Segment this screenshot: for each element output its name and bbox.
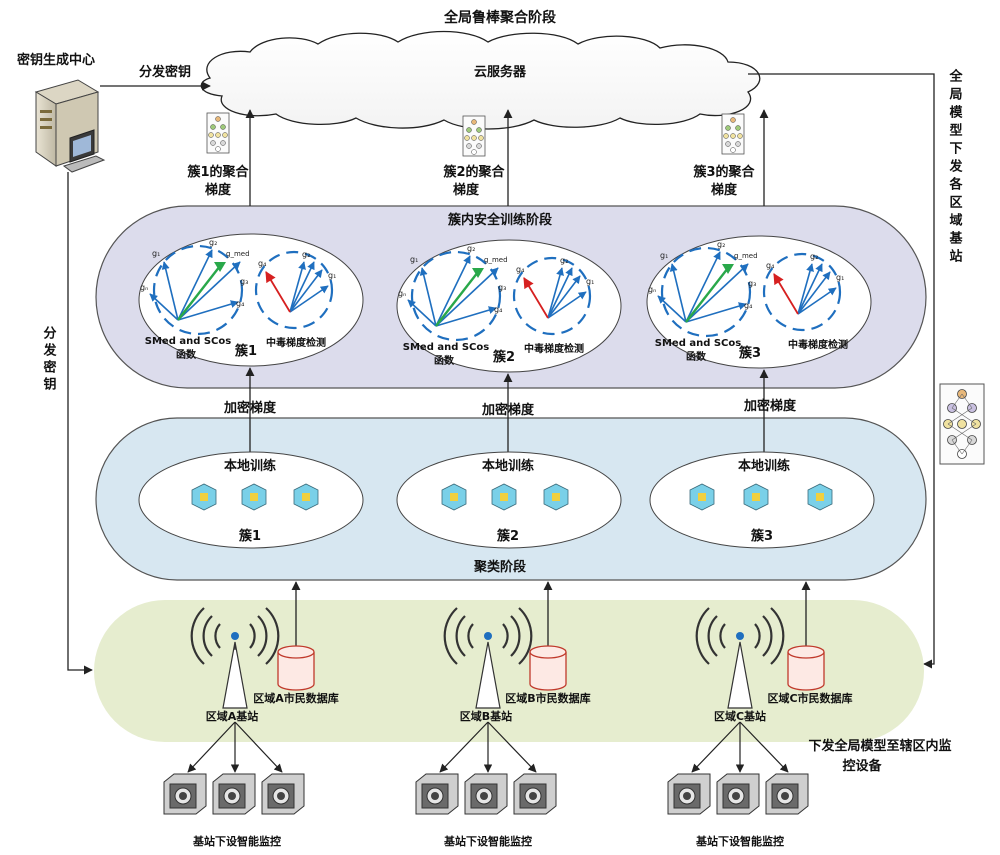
citizen-database-icon	[278, 646, 314, 690]
cloud-server-label: 云服务器	[474, 64, 527, 80]
vec-gmed-label: g_med	[226, 250, 250, 258]
vec-gn-label: gₙ	[140, 283, 148, 292]
diagram-title: 全局鲁棒聚合阶段	[443, 9, 556, 26]
poison-detect-label: 中毒梯度检测	[266, 336, 326, 349]
intra-cluster-stage-label: 簇内安全训练阶段	[447, 212, 552, 228]
database-label: 区域C市民数据库	[767, 691, 852, 705]
neural-network-icon	[463, 116, 485, 156]
cluster-name-label: 簇2	[492, 349, 515, 365]
global-model-icon	[940, 384, 984, 464]
citizen-database-icon	[788, 646, 824, 690]
monitor-label: 基站下设智能监控	[695, 834, 784, 848]
distribute-key-arrow-side	[68, 172, 92, 670]
cloud-server-shape	[201, 32, 760, 130]
kgc-label: 密钥生成中心	[16, 52, 95, 68]
kgc-computer-icon	[36, 80, 104, 172]
surveillance-camera-icon	[465, 774, 507, 814]
local-cluster-name-label: 簇1	[238, 528, 261, 544]
database-label: 区域B市民数据库	[505, 691, 590, 705]
monitor-label: 基站下设智能监控	[192, 834, 281, 848]
surveillance-camera-icon	[213, 774, 255, 814]
smed-label-line2: 函数	[686, 350, 707, 363]
surveillance-camera-icon	[717, 774, 759, 814]
database-label: 区域A市民数据库	[253, 691, 339, 705]
surveillance-camera-icon	[262, 774, 304, 814]
vec-gn-label: gₙ	[398, 289, 406, 298]
vec-g2-poison-label: g₂	[302, 250, 310, 259]
distribute-key-side-label: 分发密钥	[41, 325, 58, 394]
vec-g3-label: g₃	[498, 283, 506, 292]
client-model-icons	[192, 484, 318, 510]
vec-g1-label: g₁	[152, 249, 160, 258]
smed-label-line1: SMed and SCos	[655, 338, 741, 349]
vec-g3-label: g₃	[240, 277, 248, 286]
vec-g4-poison-label: g₄	[766, 261, 774, 270]
aggregated-gradient-label: 簇1的聚合	[186, 164, 249, 180]
surveillance-camera-icon	[668, 774, 710, 814]
vec-g1-poison-label: g₁	[328, 271, 336, 280]
clustering-stage-label: 聚类阶段	[473, 559, 526, 575]
smed-label-line1: SMed and SCos	[145, 336, 231, 347]
vec-g2-label: g₂	[717, 240, 725, 249]
global-model-side-label: 全局模型下发各区域基站	[947, 68, 964, 267]
distribute-key-top-label: 分发密钥	[139, 64, 191, 80]
smed-label-line2: 函数	[176, 348, 197, 361]
cluster-name-label: 簇1	[234, 343, 257, 359]
vec-g2-poison-label: g₂	[560, 256, 568, 265]
surveillance-camera-icon	[164, 774, 206, 814]
surveillance-camera-icon	[514, 774, 556, 814]
aggregated-gradient-label-2: 梯度	[711, 182, 738, 198]
vec-g2-poison-label: g₂	[810, 252, 818, 261]
local-training-label: 本地训练	[224, 458, 276, 474]
local-cluster-name-label: 簇3	[750, 528, 773, 544]
encrypted-gradient-label: 加密梯度	[223, 400, 277, 416]
local-cluster-name-label: 簇2	[496, 528, 519, 544]
aggregated-gradient-label-2: 梯度	[205, 182, 232, 198]
vec-gmed-label: g_med	[484, 256, 508, 264]
poison-detect-label: 中毒梯度检测	[524, 342, 584, 355]
vec-g2-label: g₂	[209, 238, 217, 247]
station-label: 区域A基站	[206, 709, 259, 723]
neural-network-icon	[207, 113, 229, 153]
aggregated-gradient-label: 簇3的聚合	[692, 164, 755, 180]
vec-g4-label: g₄	[236, 299, 244, 308]
aggregated-gradient-label: 簇2的聚合	[442, 164, 505, 180]
neural-network-icon	[722, 114, 744, 154]
station-label: 区域B基站	[460, 709, 512, 723]
vec-gn-label: gₙ	[648, 285, 656, 294]
vec-g4-poison-label: g₄	[258, 259, 266, 268]
citizen-database-icon	[530, 646, 566, 690]
surveillance-camera-icon	[766, 774, 808, 814]
vec-g4-label: g₄	[744, 301, 752, 310]
smed-label-line1: SMed and SCos	[403, 342, 489, 353]
vec-g2-label: g₂	[467, 244, 475, 253]
surveillance-camera-icon	[416, 774, 458, 814]
dispatch-note-line2: 控设备	[842, 758, 882, 774]
aggregated-gradient-label-2: 梯度	[453, 182, 480, 198]
vec-g1-poison-label: g₁	[586, 277, 594, 286]
encrypted-gradient-label: 加密梯度	[481, 402, 535, 418]
vec-g4-poison-label: g₄	[516, 265, 524, 274]
vec-g4-label: g₄	[494, 305, 502, 314]
poison-detect-label: 中毒梯度检测	[788, 338, 848, 351]
monitor-label: 基站下设智能监控	[443, 834, 532, 848]
vec-gmed-label: g_med	[734, 252, 758, 260]
cluster-name-label: 簇3	[738, 345, 761, 361]
vec-g1-label: g₁	[660, 251, 668, 260]
local-training-label: 本地训练	[482, 458, 534, 474]
vec-g1-label: g₁	[410, 255, 418, 264]
encrypted-gradient-label: 加密梯度	[743, 398, 797, 414]
local-training-label: 本地训练	[738, 458, 790, 474]
dispatch-note-line1: 下发全局模型至辖区内监	[808, 738, 951, 754]
vec-g1-poison-label: g₁	[836, 273, 844, 282]
client-model-icons	[442, 484, 568, 510]
smed-label-line2: 函数	[434, 354, 455, 367]
vec-g3-label: g₃	[748, 279, 756, 288]
station-label: 区域C基站	[714, 709, 766, 723]
